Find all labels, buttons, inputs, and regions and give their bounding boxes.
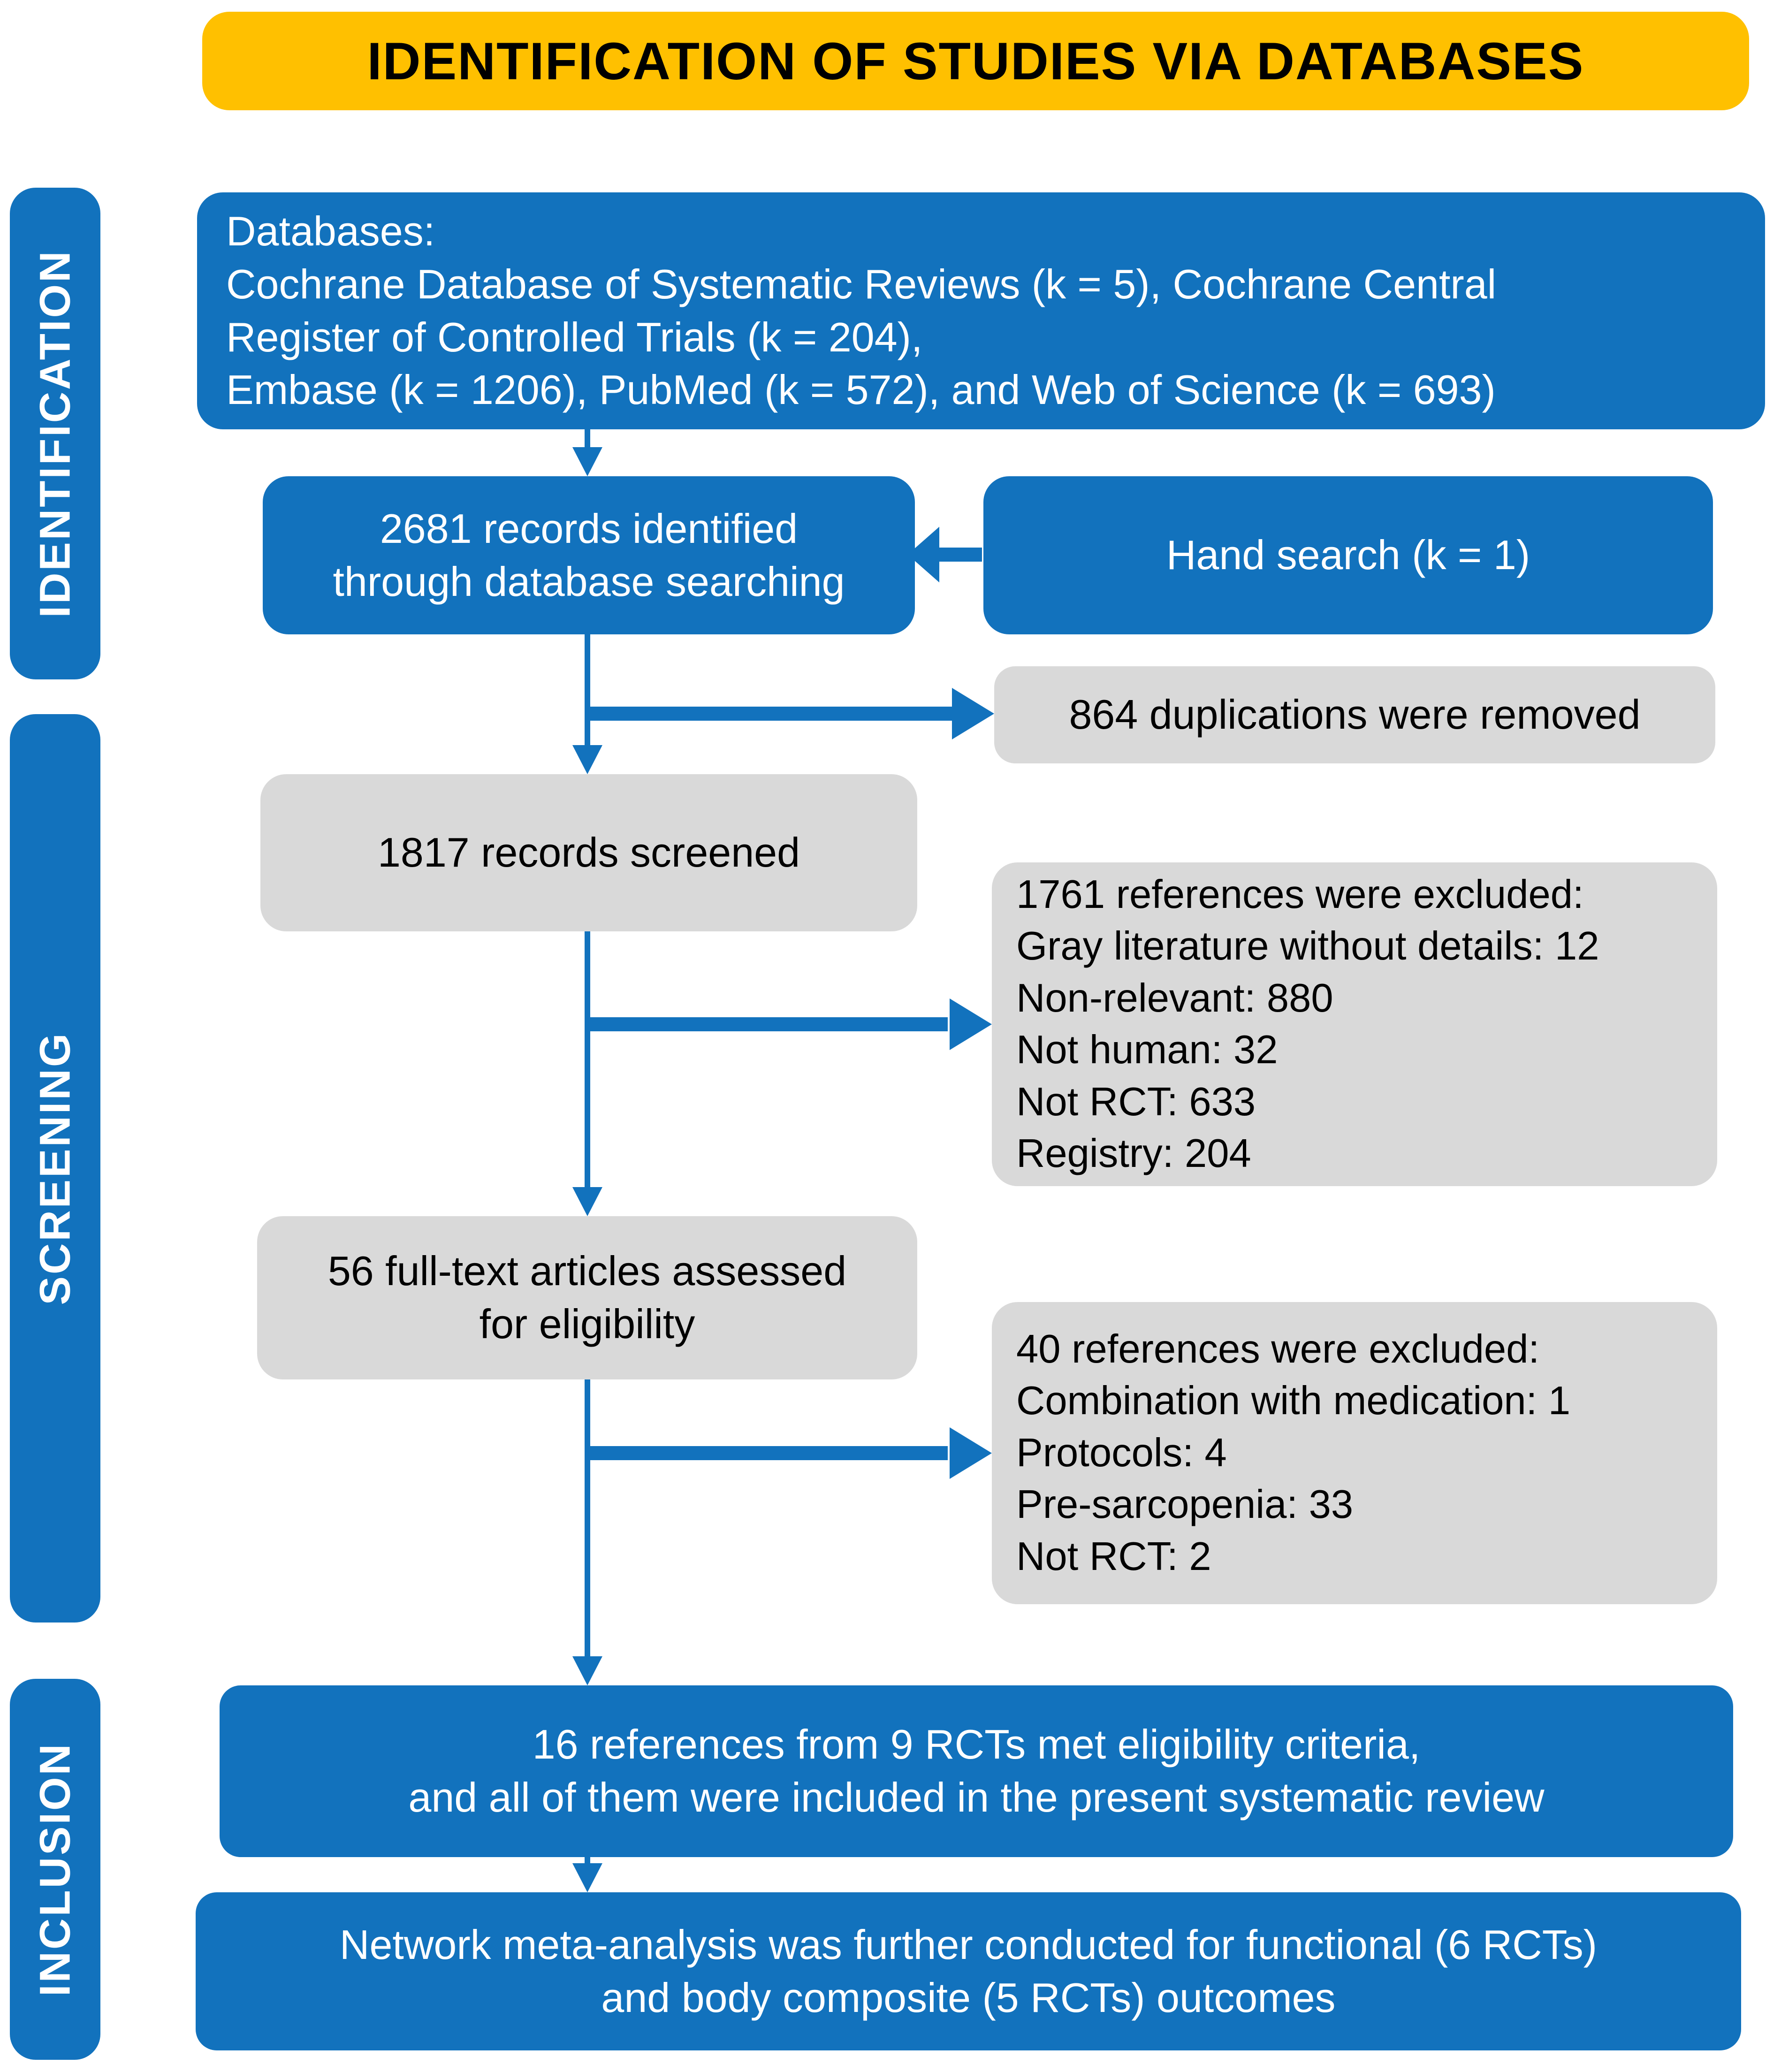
stage-bar-inclusion: INCLUSION — [10, 1679, 100, 2060]
arrow-included-to-network — [572, 1857, 602, 1892]
references-excluded-screening-box: 1761 references were excluded: Gray lite… — [992, 862, 1717, 1186]
fulltext-assessed-box: 56 full-text articles assessed for eligi… — [257, 1216, 917, 1379]
excluded-screening-line: 1761 references were excluded: — [1016, 872, 1584, 917]
excluded-screening-line: Gray literature without details: 12 — [1016, 924, 1599, 968]
included-references-box: 16 references from 9 RCTs met eligibilit… — [220, 1685, 1733, 1857]
network-line: and body composite (5 RCTs) outcomes — [601, 1974, 1336, 2021]
arrow-databases-to-records — [572, 429, 602, 476]
fulltext-assessed-line: for eligibility — [479, 1301, 695, 1347]
records-screened-box: 1817 records screened — [260, 774, 917, 931]
arrow-records-to-screened — [572, 634, 994, 774]
excluded-screening-line: Not human: 32 — [1016, 1028, 1278, 1072]
network-line: Network meta-analysis was further conduc… — [339, 1921, 1598, 1968]
databases-line: Register of Controlled Trials (k = 204), — [226, 313, 923, 360]
excluded-screening-line: Registry: 204 — [1016, 1131, 1251, 1176]
fulltext-assessed-line: 56 full-text articles assessed — [327, 1248, 847, 1295]
network-meta-analysis-box: Network meta-analysis was further conduc… — [196, 1892, 1741, 2050]
hand-search-text: Hand search (k = 1) — [1166, 532, 1530, 579]
databases-line: Embase (k = 1206), PubMed (k = 572), and… — [226, 366, 1496, 413]
excluded-screening-line: Non-relevant: 880 — [1016, 975, 1333, 1021]
arrow-handsearch-to-records — [903, 520, 985, 589]
arrow-fulltext-to-included — [572, 1379, 992, 1685]
records-identified-line: through database searching — [333, 558, 845, 605]
stage-label-identification: IDENTIFICATION — [31, 249, 79, 618]
diagram-title-banner: IDENTIFICATION OF STUDIES VIA DATABASES — [202, 12, 1749, 110]
records-screened-text: 1817 records screened — [377, 829, 800, 876]
stage-bar-identification: IDENTIFICATION — [10, 188, 100, 679]
excluded-eligibility-line: Pre-sarcopenia: 33 — [1016, 1482, 1354, 1527]
arrow-screened-to-fulltext — [572, 931, 992, 1216]
databases-line: Databases: — [226, 208, 435, 255]
included-line: and all of them were included in the pre… — [408, 1774, 1545, 1821]
duplications-removed-text: 864 duplications were removed — [1069, 691, 1641, 738]
records-identified-box: 2681 records identified through database… — [263, 476, 915, 634]
stage-label-screening: SCREENING — [31, 1031, 79, 1305]
stage-label-inclusion: INCLUSION — [31, 1742, 79, 1996]
databases-line: Cochrane Database of Systematic Reviews … — [226, 260, 1497, 307]
diagram-title: IDENTIFICATION OF STUDIES VIA DATABASES — [367, 31, 1584, 91]
records-identified-line: 2681 records identified — [380, 505, 798, 552]
excluded-eligibility-line: 40 references were excluded: — [1016, 1326, 1540, 1371]
excluded-eligibility-line: Combination with medication: 1 — [1016, 1379, 1571, 1424]
databases-box: Databases: Cochrane Database of Systemat… — [197, 192, 1765, 429]
excluded-screening-line: Not RCT: 633 — [1016, 1079, 1256, 1124]
duplications-removed-box: 864 duplications were removed — [994, 666, 1715, 763]
references-excluded-eligibility-box: 40 references were excluded: Combination… — [992, 1302, 1717, 1604]
included-line: 16 references from 9 RCTs met eligibilit… — [532, 1721, 1421, 1768]
excluded-eligibility-line: Protocols: 4 — [1016, 1430, 1227, 1475]
stage-bar-screening: SCREENING — [10, 714, 100, 1623]
hand-search-box: Hand search (k = 1) — [983, 476, 1713, 634]
excluded-eligibility-line: Not RCT: 2 — [1016, 1534, 1211, 1579]
